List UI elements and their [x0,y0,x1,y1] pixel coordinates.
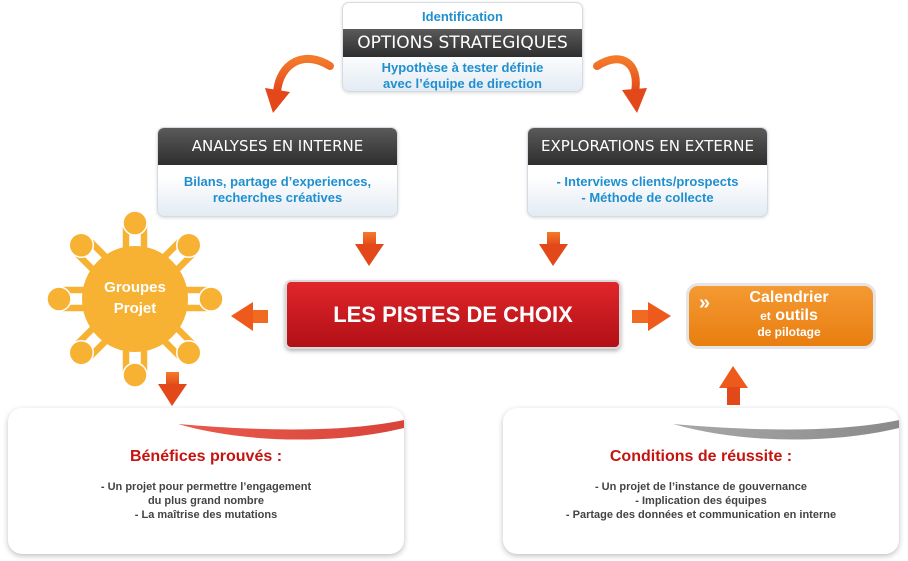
list-item: - La maîtrise des mutations [134,509,278,521]
table-circle [82,246,188,352]
list-item: - Implication des équipes [635,495,767,507]
person-icon [46,285,90,313]
group-table-icon [46,210,224,388]
cal-line: outils [775,307,818,324]
arrow-right-icon [632,302,671,331]
analyses-interne-box: ANALYSES EN INTERNE Bilans, partage d’ex… [157,127,398,217]
groups-line: Groupes [104,279,166,296]
box-title: OPTIONS STRATEGIQUES [343,29,582,57]
main-label: LES PISTES DE CHOIX [333,301,573,327]
person-icon [180,285,224,313]
box-text: Hypothèse à tester définie [381,60,544,75]
conditions-box: Conditions de réussite : - Un projet de … [503,408,899,554]
arrow-left-icon [231,302,268,331]
cal-line: de pilotage [757,325,821,339]
grey-wave [673,420,899,440]
pistes-de-choix-box: LES PISTES DE CHOIX [285,280,621,349]
cal-line: et [760,309,771,323]
red-wave [8,408,404,440]
curved-arrow-right-icon [593,55,647,113]
options-strategiques-box: Identification OPTIONS STRATEGIQUES Hypo… [342,2,583,92]
arrow-up-icon [719,366,748,405]
arrow-down-icon [355,232,384,266]
box-title: EXPLORATIONS EN EXTERNE [528,128,767,165]
cal-line: Calendrier [749,289,829,306]
kicker: Identification [422,9,503,24]
person-icon [121,210,149,254]
arrow-down-icon [158,372,187,406]
person-icon [68,232,111,275]
box-text: recherches créatives [212,190,343,205]
benefices-box: Bénéfices prouvés : - Un projet pour per… [8,408,404,554]
list-item: - Un projet de l’instance de gouvernance [594,481,808,493]
person-icon [121,344,149,388]
box-title: ANALYSES EN INTERNE [158,128,397,165]
box-heading: Conditions de réussite : [609,448,793,465]
double-chevron-icon: » [699,292,711,314]
box-text: - Méthode de collecte [581,190,714,205]
groups-line: Projet [113,300,157,317]
list-item: - Un projet pour permettre l’engagement [100,481,312,493]
box-text: - Interviews clients/prospects [556,174,739,189]
person-icon [159,232,202,275]
curved-arrow-left-icon [265,54,334,113]
list-item: - Partage des données et communication e… [565,509,837,521]
explorations-externe-box: EXPLORATIONS EN EXTERNE - Interviews cli… [527,127,768,217]
box-text: Bilans, partage d’experiences, [183,174,372,189]
calendrier-box: » Calendrier et outils de pilotage [686,283,876,349]
box-heading: Bénéfices prouvés : [129,448,283,465]
arrow-down-icon [539,232,568,266]
groupes-projet-label: Groupes Projet [85,277,185,319]
box-text: avec l’équipe de direction [383,76,542,91]
list-item: du plus grand nombre [147,495,265,507]
